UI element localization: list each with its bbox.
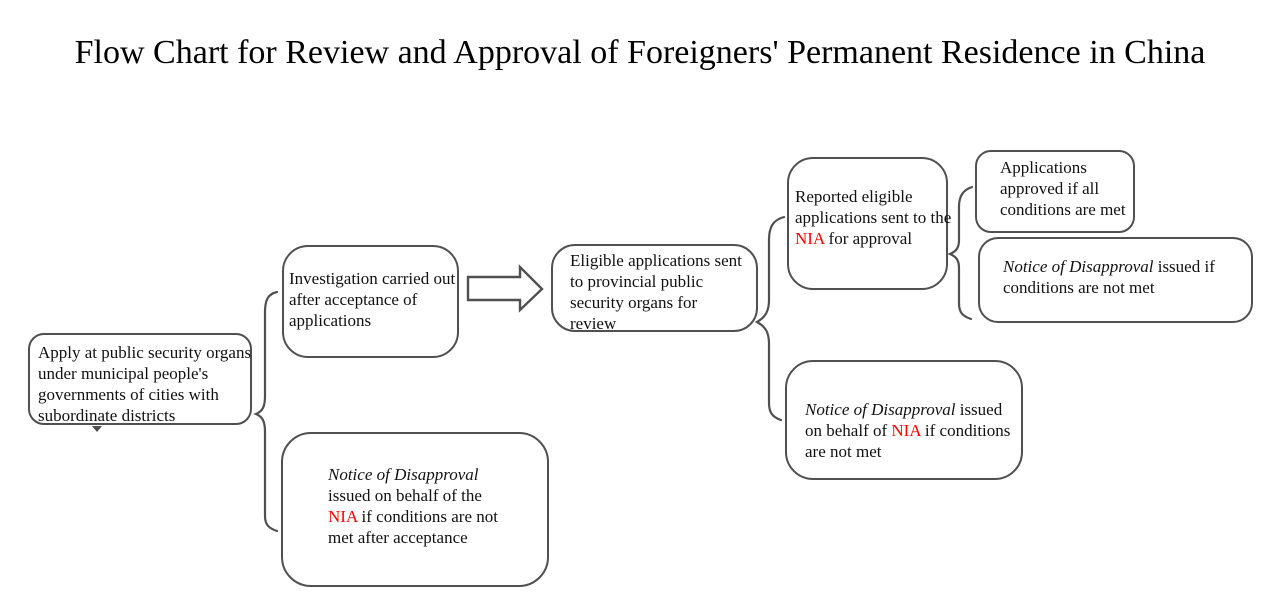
box-text-line: Applications	[1000, 158, 1087, 177]
box-text-line: conditions are met	[1000, 200, 1126, 219]
left-brace-connector	[253, 290, 279, 533]
box-text-line: Investigation carried out	[289, 269, 456, 288]
box-text-line: applications	[289, 311, 372, 330]
flow-box-disapproval-nia: Notice of Disapproval issued on behalf o…	[785, 360, 1023, 480]
box-text-line: are not met	[805, 442, 882, 461]
box-text-line: after acceptance of	[289, 290, 418, 309]
box-text-line: Notice of Disapproval issued if	[1003, 256, 1247, 277]
box-text-line: subordinate districts	[38, 406, 176, 425]
nia-highlight: NIA	[328, 507, 358, 526]
box-text-line: Reported eligible	[795, 187, 913, 206]
box-text-line: met after acceptance	[328, 528, 468, 547]
box-text-line: Notice of Disapproval	[328, 464, 543, 485]
nia-highlight: NIA	[795, 229, 825, 248]
box-text-line: applications sent to the	[795, 208, 952, 227]
box-text-line: security organs for	[570, 293, 698, 312]
box-text-line: conditions are not met	[1003, 278, 1155, 297]
box-text-segment: for approval	[824, 229, 913, 248]
box-text-segment: if conditions	[920, 421, 1011, 440]
flow-box-disapproval-after-acceptance: Notice of Disapproval issued on behalf o…	[281, 432, 549, 587]
box-text-line: NIA if conditions are not	[328, 506, 543, 527]
box-text-segment: if conditions are not	[357, 507, 498, 526]
notice-title: Notice of Disapproval	[328, 465, 479, 484]
flow-box-disapproval-review: Notice of Disapproval issued if conditio…	[978, 237, 1253, 323]
box-text-line: on behalf of NIA if conditions	[805, 420, 1017, 441]
flow-box-eligible: Eligible applications sent to provincial…	[551, 244, 758, 333]
flow-box-investigation: Investigation carried out after acceptan…	[282, 245, 459, 358]
box-text-segment: issued	[955, 400, 1003, 419]
box-text-line: Notice of Disapproval issued	[805, 399, 1017, 420]
box-text-line: Eligible applications sent	[570, 251, 742, 270]
box-text-line: review	[570, 314, 617, 333]
notice-title: Notice of Disapproval	[805, 400, 956, 419]
right-brace-connector	[947, 185, 974, 321]
tick-mark	[92, 426, 102, 432]
flow-box-apply: Apply at public security organs under mu…	[28, 333, 252, 425]
middle-brace-connector	[754, 215, 786, 422]
box-text-line: issued on behalf of the	[328, 486, 482, 505]
box-text-segment: issued if	[1153, 257, 1215, 276]
page-title: Flow Chart for Review and Approval of Fo…	[74, 34, 1206, 71]
box-text-segment: on behalf of	[805, 421, 892, 440]
box-text-line: to provincial public	[570, 272, 704, 291]
flow-box-reported: Reported eligible applications sent to t…	[787, 157, 952, 290]
box-text-line: under municipal people's	[38, 364, 209, 383]
flow-box-approved: Applications approved if all conditions …	[975, 150, 1135, 233]
box-text-line: Apply at public security organs	[38, 343, 252, 362]
notice-title: Notice of Disapproval	[1003, 257, 1154, 276]
nia-highlight: NIA	[891, 421, 921, 440]
box-text-line: governments of cities with	[38, 385, 219, 404]
right-arrow-shape	[466, 264, 544, 313]
box-text-line: approved if all	[1000, 179, 1100, 198]
box-text-line: NIA for approval	[795, 228, 942, 249]
